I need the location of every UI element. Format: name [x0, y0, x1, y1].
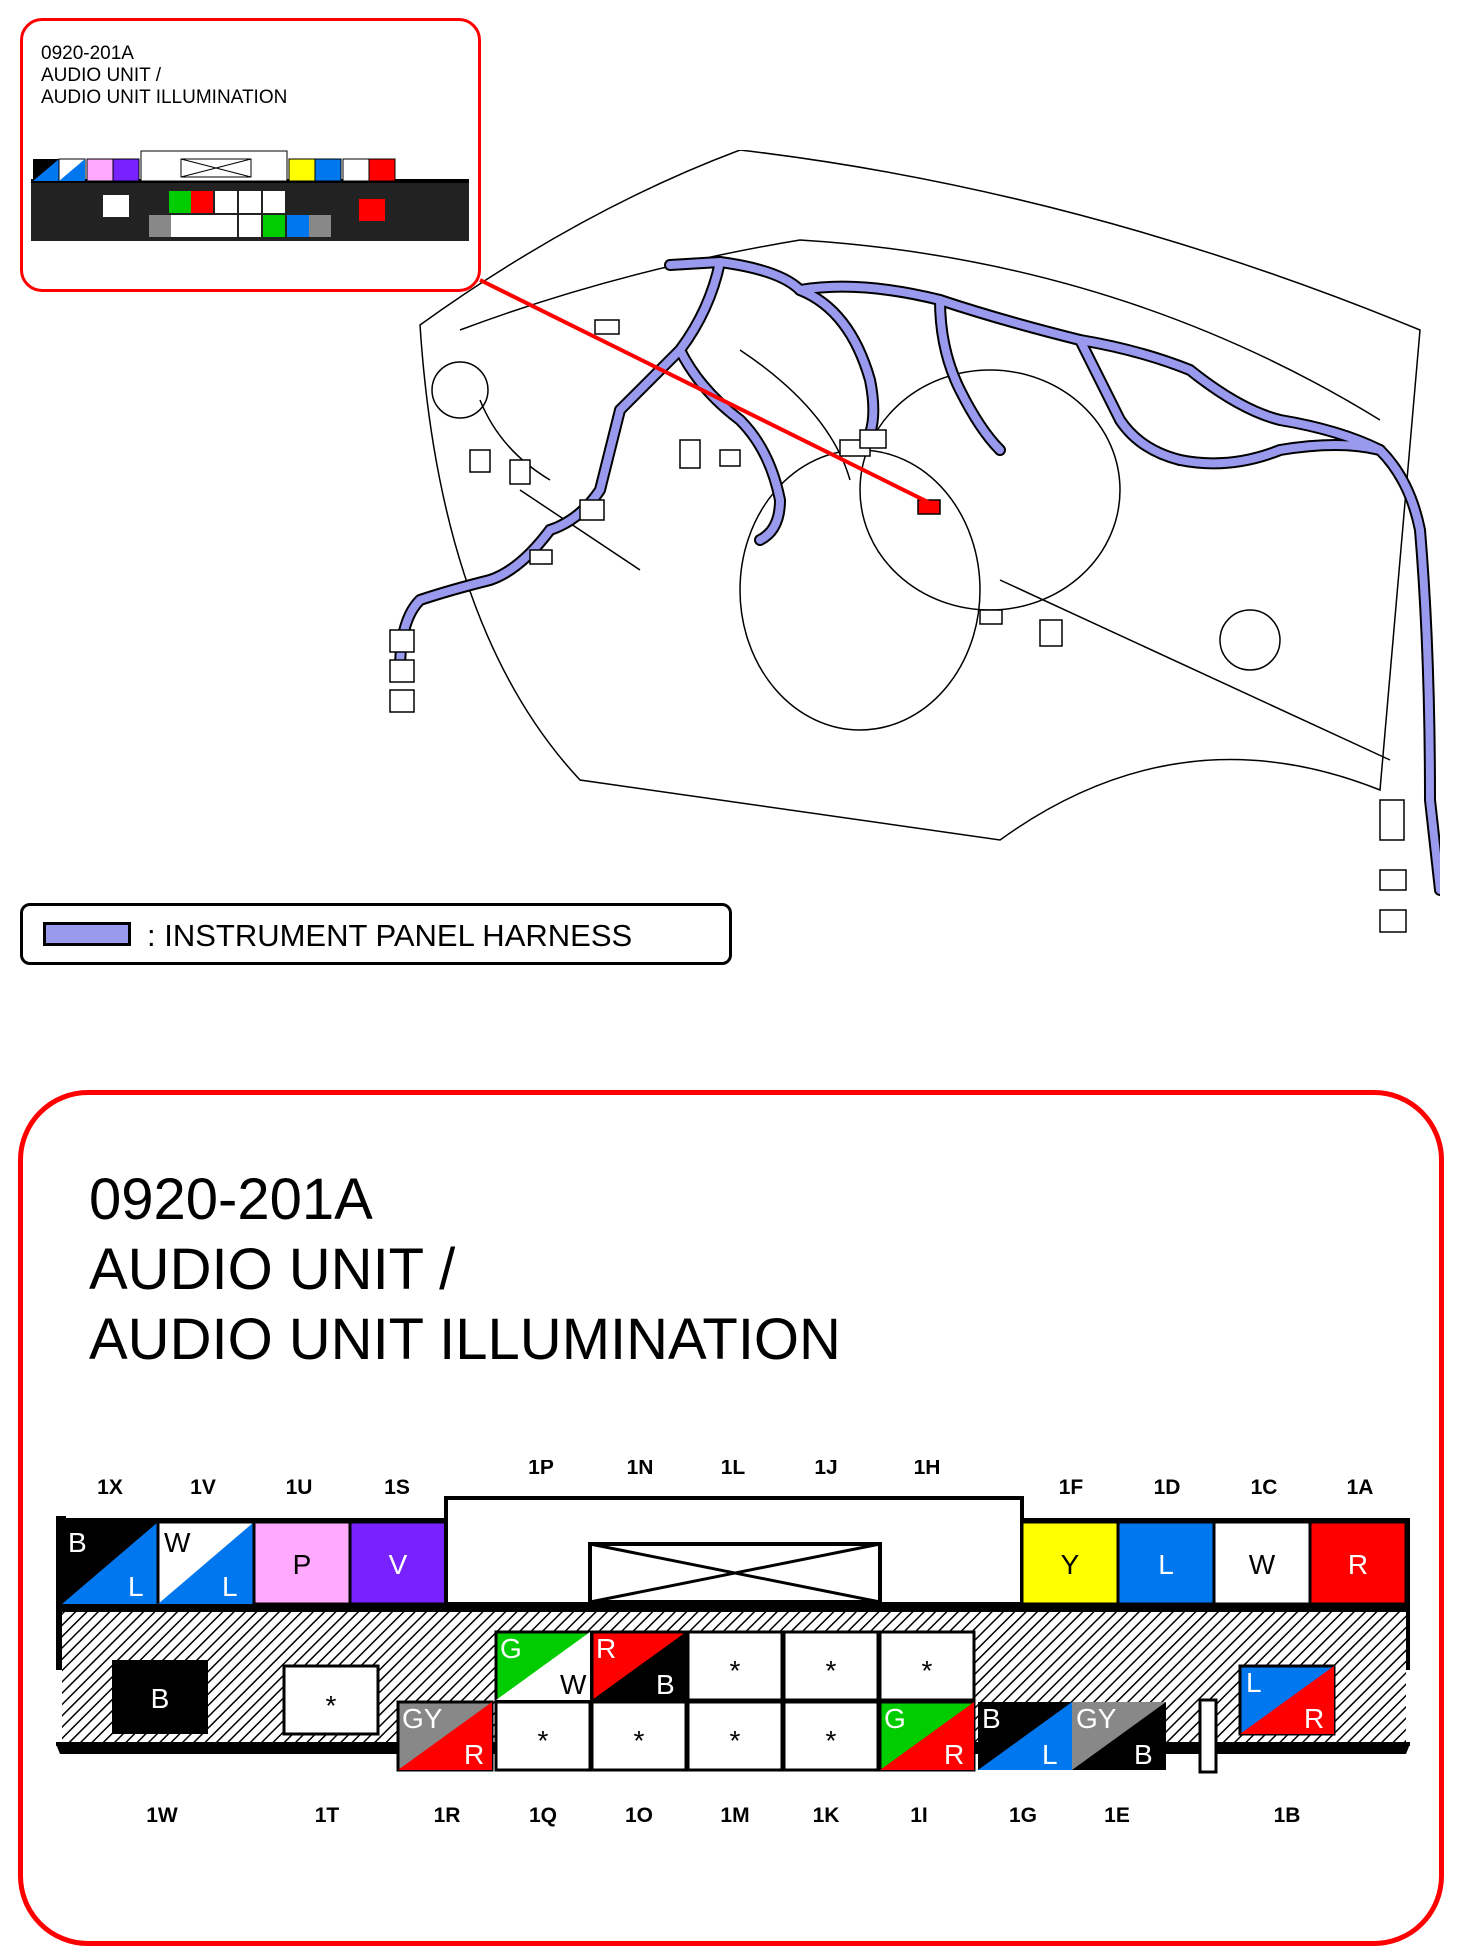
- cell-1E-bottom: B: [1134, 1739, 1153, 1770]
- cell-1W: B: [151, 1683, 170, 1714]
- pin-label-1E: 1E: [1104, 1804, 1130, 1827]
- pin-label-1F: 1F: [1059, 1476, 1084, 1499]
- pin-label-1H: 1H: [914, 1460, 941, 1479]
- cell-star-u1: *: [730, 1655, 741, 1686]
- pin-label-1G: 1G: [1009, 1804, 1037, 1827]
- cell-star-u2: *: [826, 1655, 837, 1686]
- instrument-panel-illustration: [389, 150, 1440, 933]
- cell-1R-top: GY: [402, 1703, 443, 1734]
- harness-legend: : INSTRUMENT PANEL HARNESS: [20, 903, 732, 965]
- thumb-connector-name-line1: AUDIO UNIT /: [41, 65, 161, 86]
- pin-label-1L: 1L: [721, 1460, 746, 1479]
- cell-1B-bottom: R: [1304, 1703, 1324, 1734]
- pin-label-1I: 1I: [910, 1804, 928, 1827]
- cell-1G-bottom: L: [1042, 1739, 1058, 1770]
- cell-1V-bottom: L: [222, 1571, 238, 1602]
- cell-1R-bottom: R: [464, 1739, 484, 1770]
- pin-label-1U: 1U: [286, 1476, 313, 1499]
- pin-label-1O: 1O: [625, 1804, 653, 1827]
- thumb-connector-name-line2: AUDIO UNIT ILLUMINATION: [41, 87, 288, 108]
- cell-G-W-bottom: W: [560, 1669, 587, 1700]
- lower-row-cells: B * GY R G W R B * * * * * * * G R: [112, 1630, 1336, 1774]
- cell-1S: V: [389, 1549, 408, 1580]
- pin-label-1B: 1B: [1274, 1804, 1301, 1827]
- callout-leader-line: [479, 278, 937, 508]
- pin-label-1P: 1P: [528, 1460, 554, 1479]
- pin-label-1D: 1D: [1154, 1476, 1181, 1499]
- pin-label-1J: 1J: [814, 1460, 837, 1479]
- top-row-cells: B L W L P V Y L W R: [60, 1496, 1408, 1606]
- pin-label-1V: 1V: [190, 1476, 216, 1499]
- cell-1V-top: W: [164, 1527, 191, 1558]
- pin-label-1Q: 1Q: [529, 1804, 557, 1827]
- cell-1E-top: GY: [1076, 1703, 1117, 1734]
- connector-thumbnail-callout: 0920-201A AUDIO UNIT / AUDIO UNIT ILLUMI…: [20, 18, 481, 292]
- harness-color-swatch: [43, 922, 131, 946]
- cell-1K: *: [826, 1725, 837, 1756]
- pin-label-1A: 1A: [1347, 1476, 1374, 1499]
- cell-1C: W: [1249, 1549, 1276, 1580]
- cell-1X-bottom: L: [128, 1571, 144, 1602]
- thumb-connector-code: 0920-201A: [41, 43, 134, 64]
- cell-star-u3: *: [922, 1655, 933, 1686]
- pin-label-1M: 1M: [720, 1804, 749, 1827]
- cell-1Q: *: [538, 1725, 549, 1756]
- cell-R-B-top: R: [596, 1633, 616, 1664]
- cell-1M: *: [730, 1725, 741, 1756]
- pin-label-1C: 1C: [1251, 1476, 1278, 1499]
- connector-name-line1: AUDIO UNIT /: [89, 1237, 456, 1302]
- cell-1I-top: G: [884, 1703, 906, 1734]
- harness-legend-label: : INSTRUMENT PANEL HARNESS: [147, 918, 633, 953]
- pin-label-1R: 1R: [434, 1804, 461, 1827]
- cell-1X-top: B: [68, 1527, 87, 1558]
- pin-label-1W: 1W: [146, 1804, 178, 1827]
- pin-label-1N: 1N: [627, 1460, 654, 1479]
- cell-1O: *: [634, 1725, 645, 1756]
- cell-1F: Y: [1061, 1549, 1080, 1580]
- pin-label-1T: 1T: [315, 1804, 340, 1827]
- cell-1B-top: L: [1246, 1667, 1262, 1698]
- connector-face-diagram: 1X 1V 1U 1S 1P 1N 1L 1J 1H 1F 1D 1C 1A B…: [56, 1460, 1410, 1827]
- pin-label-1S: 1S: [384, 1476, 410, 1499]
- cell-1T: *: [326, 1690, 337, 1721]
- connector-code: 0920-201A: [89, 1167, 373, 1232]
- cell-1I-bottom: R: [944, 1739, 964, 1770]
- cell-1D: L: [1158, 1549, 1174, 1580]
- thumb-connector-face: [31, 150, 469, 241]
- cell-1A: R: [1348, 1549, 1368, 1580]
- cell-R-B-bottom: B: [656, 1669, 675, 1700]
- pin-label-1X: 1X: [97, 1476, 123, 1499]
- cell-G-W-top: G: [500, 1633, 522, 1664]
- cell-1U: P: [293, 1549, 312, 1580]
- connector-name-line2: AUDIO UNIT ILLUMINATION: [89, 1307, 841, 1372]
- cell-1G-top: B: [982, 1703, 1001, 1734]
- pin-label-1K: 1K: [813, 1804, 840, 1827]
